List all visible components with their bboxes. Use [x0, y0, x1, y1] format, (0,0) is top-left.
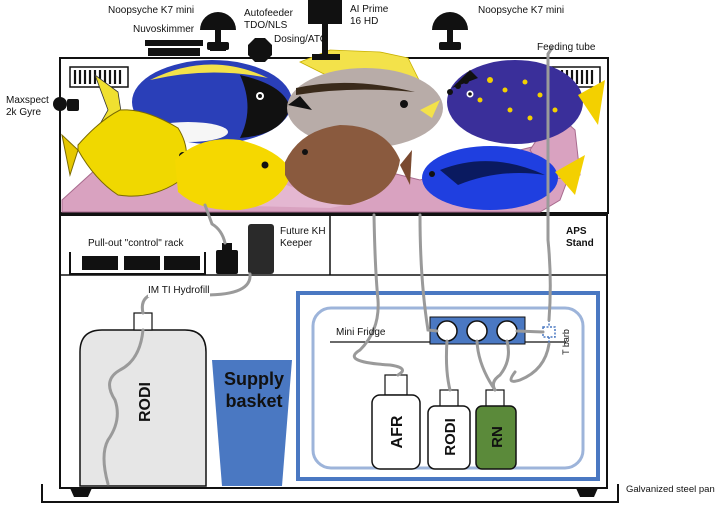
- rodi-tank: [79, 329, 207, 487]
- tang-fish-icon: [285, 125, 412, 205]
- dosing-tube: [509, 342, 551, 383]
- controller-unit: [124, 256, 160, 270]
- noopsyche-right-label: Noopsyche K7 mini: [478, 5, 565, 16]
- controller-unit: [164, 256, 200, 270]
- decor-dot: [463, 78, 469, 84]
- tang-fish-icon: [61, 109, 187, 197]
- bottle-afr-label: AFR: [389, 415, 406, 448]
- bottle-rn: [475, 389, 517, 470]
- nuvoskimmer-icon: [145, 40, 203, 56]
- rodi-fill-tube: [102, 328, 145, 486]
- overflow-grille-left: [69, 66, 129, 88]
- autofeeder-label: Autofeeder TDO/NLS: [244, 8, 293, 31]
- bottle-rn-label: RN: [489, 426, 506, 448]
- steel-pan-label: Galvanized steel pan: [626, 484, 715, 495]
- future-kh-label: Future KH Keeper: [280, 226, 326, 249]
- pullout-rack-label: Pull-out "control" rack: [88, 238, 184, 249]
- bottle-rodi-label: RODI: [442, 418, 459, 456]
- dosing-tube: [418, 213, 439, 333]
- ai-prime-light-icon: [308, 0, 342, 60]
- dosing-tube: [515, 329, 545, 334]
- dome-light-icon: [200, 12, 236, 51]
- ato-tube: [203, 203, 227, 245]
- controller-unit: [82, 256, 118, 270]
- bottle-rodi: [427, 389, 471, 470]
- gyre-pump-icon: [53, 97, 79, 111]
- future-kh-keeper: [248, 224, 274, 274]
- aps-stand-label: APS Stand: [566, 226, 594, 249]
- feeding-tube-label: Feeding tube: [537, 42, 596, 53]
- dosing-pump-head: [436, 320, 458, 342]
- ato-controller-cap: [222, 243, 232, 251]
- dosing-tube: [444, 339, 452, 392]
- dome-light-icon: [432, 12, 468, 50]
- octagon-feeder-icon: [248, 38, 272, 62]
- decor-dot: [447, 89, 453, 95]
- nuvoskimmer-label: Nuvoskimmer: [133, 24, 195, 35]
- tang-fish-icon: [422, 146, 585, 210]
- bottle-afr: [371, 374, 421, 470]
- decor-dot: [455, 83, 461, 89]
- pullout-control-rack: [69, 252, 206, 275]
- ato-controller: [216, 250, 238, 274]
- feeding-tube: [546, 46, 554, 322]
- dosing-tube: [352, 213, 404, 377]
- dosing-pump-head: [466, 320, 488, 342]
- hydrofill-label: IM TI Hydrofill: [148, 285, 210, 297]
- rodi-tank-cap: [133, 312, 153, 331]
- ai-prime-label: AI Prime 16 HD: [350, 4, 389, 27]
- stand-foot: [70, 488, 92, 497]
- supply-basket-label: Supply basket: [223, 369, 284, 411]
- t-barb-label: T barb: [561, 329, 571, 355]
- supply-basket: [212, 360, 292, 486]
- stand-foot: [576, 488, 598, 497]
- maxspect-label: Maxspect 2k Gyre: [6, 95, 49, 118]
- dosing-pump-head: [496, 320, 518, 342]
- dosing-tube: [491, 339, 510, 392]
- mini-fridge-label: Mini Fridge: [336, 327, 386, 338]
- dosing-ato-label: Dosing/ATO: [274, 34, 328, 45]
- rodi-tank-label: RODI: [137, 382, 154, 422]
- noopsyche-left-label: Noopsyche K7 mini: [108, 5, 195, 16]
- galvanized-steel-pan: [41, 484, 619, 503]
- tank-brand-label: IM: [292, 72, 302, 82]
